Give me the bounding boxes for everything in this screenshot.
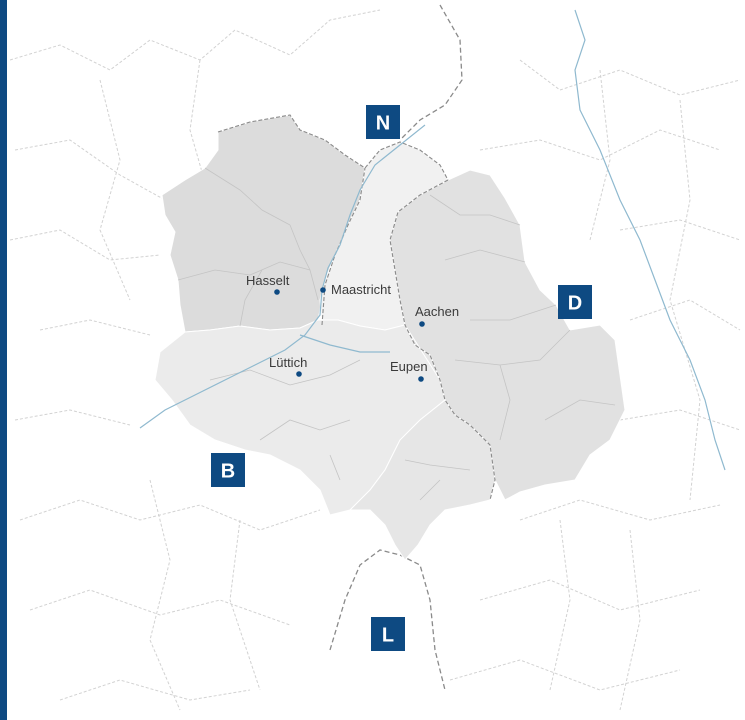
left-accent-bar [0,0,7,720]
country-marker-d: D [558,285,592,319]
city-label: Maastricht [331,282,391,297]
city-aachen: Aachen [415,304,459,327]
internal-municipality-borders [177,167,616,501]
city-dot [418,376,424,382]
country-marker-box [371,617,405,651]
city-lttich: Lüttich [269,355,307,377]
city-label: Hasselt [246,273,290,288]
country-marker-box [558,285,592,319]
city-dot [296,371,302,377]
national-borders [329,4,463,691]
river-maas [139,124,426,429]
country-marker-n: N [366,105,400,139]
country-marker-b: B [211,453,245,487]
outer-municipality-borders [9,9,741,711]
country-marker-l: L [371,617,405,651]
country-marker-label: L [382,625,394,647]
city-maastricht: Maastricht [320,282,391,297]
country-markers: N D B L [211,105,592,651]
city-dot [320,287,326,293]
city-hasselt: Hasselt [246,273,290,295]
country-marker-box [366,105,400,139]
country-marker-label: N [376,113,390,135]
city-label: Lüttich [269,355,307,370]
city-eupen: Eupen [390,359,428,382]
country-marker-box [211,453,245,487]
city-label: Aachen [415,304,459,319]
river-rur [574,9,726,471]
country-marker-label: D [568,293,582,315]
city-dot [274,289,280,295]
country-marker-label: B [221,461,235,483]
city-dot [419,321,425,327]
city-label: Eupen [390,359,428,374]
river-vesdre [299,334,390,353]
rivers [139,9,726,471]
